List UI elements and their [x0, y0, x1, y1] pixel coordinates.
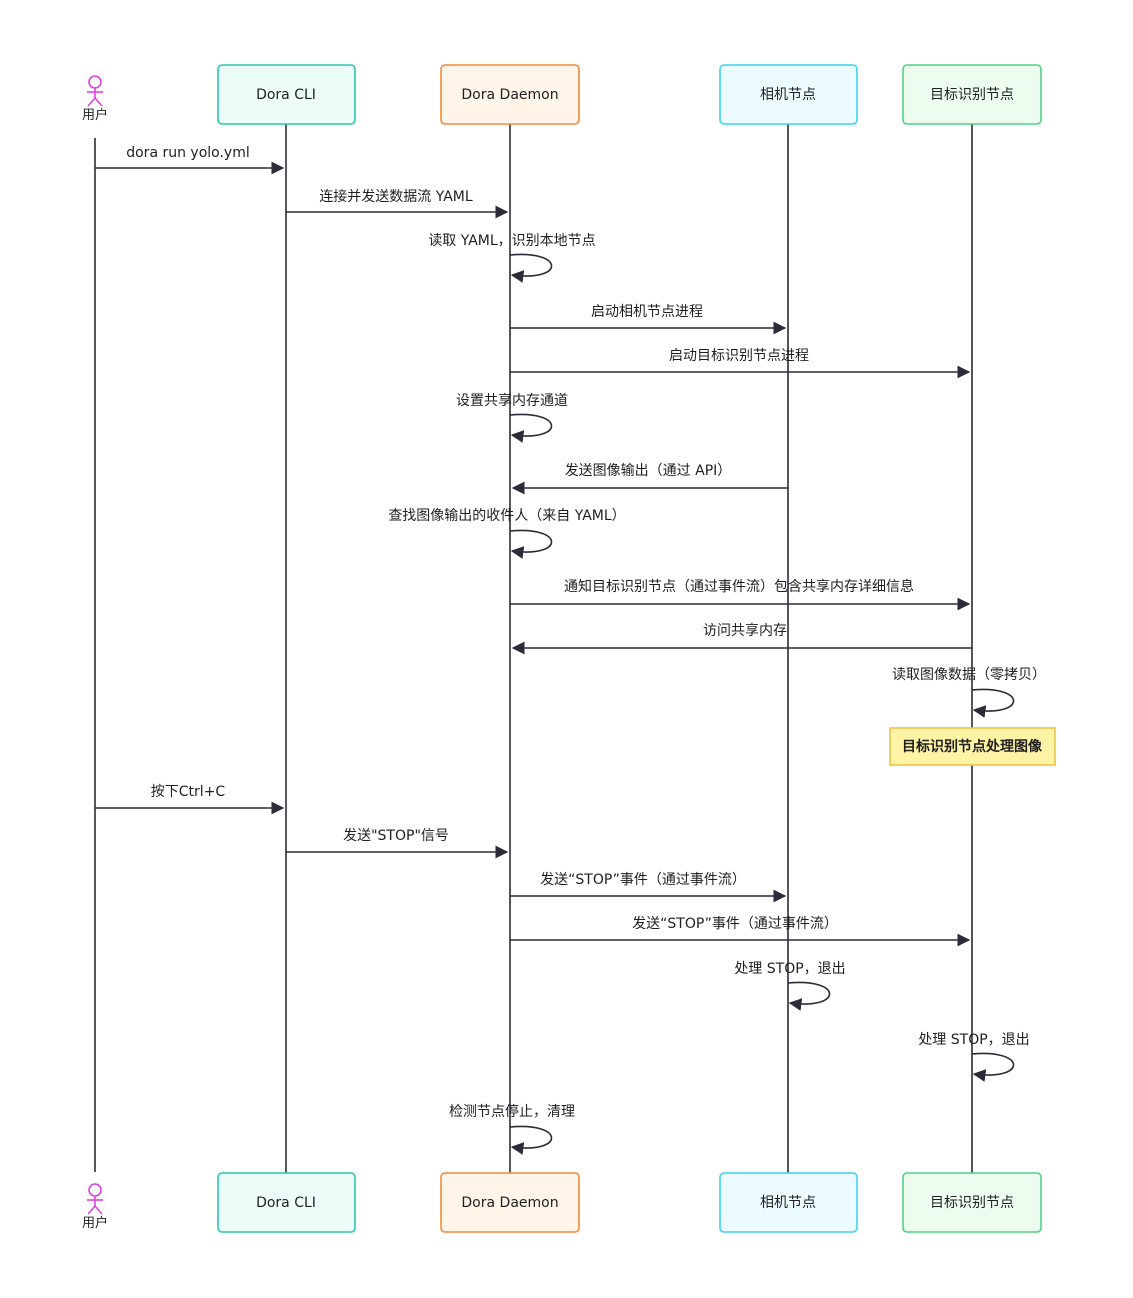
participant-camera-top: 相机节点: [719, 64, 858, 125]
note-label: 目标识别节点处理图像: [902, 738, 1043, 755]
message-18-label: 检测节点停止，清理: [449, 1103, 575, 1120]
participant-detector-label-bottom: 目标识别节点: [930, 1195, 1014, 1211]
participant-daemon-label: Dora Daemon: [461, 87, 558, 103]
participant-daemon-top: Dora Daemon: [440, 64, 580, 125]
message-14-label: 发送“STOP”事件（通过事件流）: [540, 872, 746, 888]
participant-camera-label: 相机节点: [760, 87, 816, 103]
message-8-label: 查找图像输出的收件人（来自 YAML）: [388, 508, 625, 524]
message-7: 发送图像输出（通过 API）: [511, 463, 788, 495]
message-14: 发送“STOP”事件（通过事件流）: [510, 872, 787, 903]
message-13-label: 发送"STOP"信号: [343, 828, 449, 844]
message-2-label: 连接并发送数据流 YAML: [319, 188, 473, 205]
message-15-label: 发送“STOP”事件（通过事件流）: [632, 916, 838, 932]
message-3-self: 读取 YAML，识别本地节点: [428, 232, 596, 283]
participant-cli-top: Dora CLI: [217, 64, 356, 125]
participant-cli-bottom: Dora CLI: [217, 1172, 356, 1233]
message-6-label: 设置共享内存通道: [456, 392, 568, 409]
message-1-label: dora run yolo.yml: [126, 145, 250, 161]
message-17-label: 处理 STOP，退出: [918, 1032, 1029, 1048]
actor-user-label-bottom: 用户: [82, 1215, 108, 1231]
message-4: 启动相机节点进程: [510, 304, 787, 335]
participant-camera-bottom: 相机节点: [719, 1172, 858, 1233]
participant-daemon-label-bottom: Dora Daemon: [461, 1195, 558, 1211]
message-9: 通知目标识别节点（通过事件流）包含共享内存详细信息: [510, 578, 971, 611]
message-17-self: 处理 STOP，退出: [918, 1032, 1030, 1082]
participant-camera-label-bottom: 相机节点: [760, 1195, 816, 1211]
actor-user-top: 用户: [82, 75, 108, 123]
message-13: 发送"STOP"信号: [286, 828, 509, 859]
message-12: 按下Ctrl+C: [95, 784, 285, 815]
message-2: 连接并发送数据流 YAML: [286, 188, 509, 219]
message-5: 启动目标识别节点进程: [510, 348, 971, 379]
participant-cli-label: Dora CLI: [256, 87, 316, 103]
participant-cli-label-bottom: Dora CLI: [256, 1195, 316, 1211]
message-4-label: 启动相机节点进程: [591, 304, 703, 320]
message-9-label: 通知目标识别节点（通过事件流）包含共享内存详细信息: [564, 578, 914, 595]
person-icon: [87, 75, 103, 107]
message-11-self: 读取图像数据（零拷贝）: [892, 666, 1046, 718]
message-16-label: 处理 STOP，退出: [734, 961, 845, 977]
message-10: 访问共享内存: [511, 622, 972, 655]
actor-user-label: 用户: [82, 107, 108, 123]
message-8-self: 查找图像输出的收件人（来自 YAML）: [388, 508, 626, 559]
note-detector: 目标识别节点处理图像: [889, 727, 1056, 766]
participant-detector-label: 目标识别节点: [930, 87, 1014, 103]
message-1: dora run yolo.yml: [95, 145, 285, 175]
message-15: 发送“STOP”事件（通过事件流）: [510, 916, 971, 947]
message-7-label: 发送图像输出（通过 API）: [565, 463, 732, 479]
message-10-label: 访问共享内存: [703, 622, 787, 639]
participant-daemon-bottom: Dora Daemon: [440, 1172, 580, 1233]
message-18-self: 检测节点停止，清理: [449, 1103, 575, 1155]
message-11-label: 读取图像数据（零拷贝）: [892, 666, 1046, 683]
message-12-label: 按下Ctrl+C: [151, 784, 226, 800]
message-6-self: 设置共享内存通道: [456, 392, 568, 443]
participant-detector-top: 目标识别节点: [902, 64, 1042, 125]
participant-detector-bottom: 目标识别节点: [902, 1172, 1042, 1233]
person-icon: [87, 1183, 103, 1215]
message-5-label: 启动目标识别节点进程: [669, 348, 809, 364]
actor-user-bottom: 用户: [82, 1183, 108, 1231]
message-3-label: 读取 YAML，识别本地节点: [428, 232, 595, 249]
message-16-self: 处理 STOP，退出: [734, 961, 846, 1011]
